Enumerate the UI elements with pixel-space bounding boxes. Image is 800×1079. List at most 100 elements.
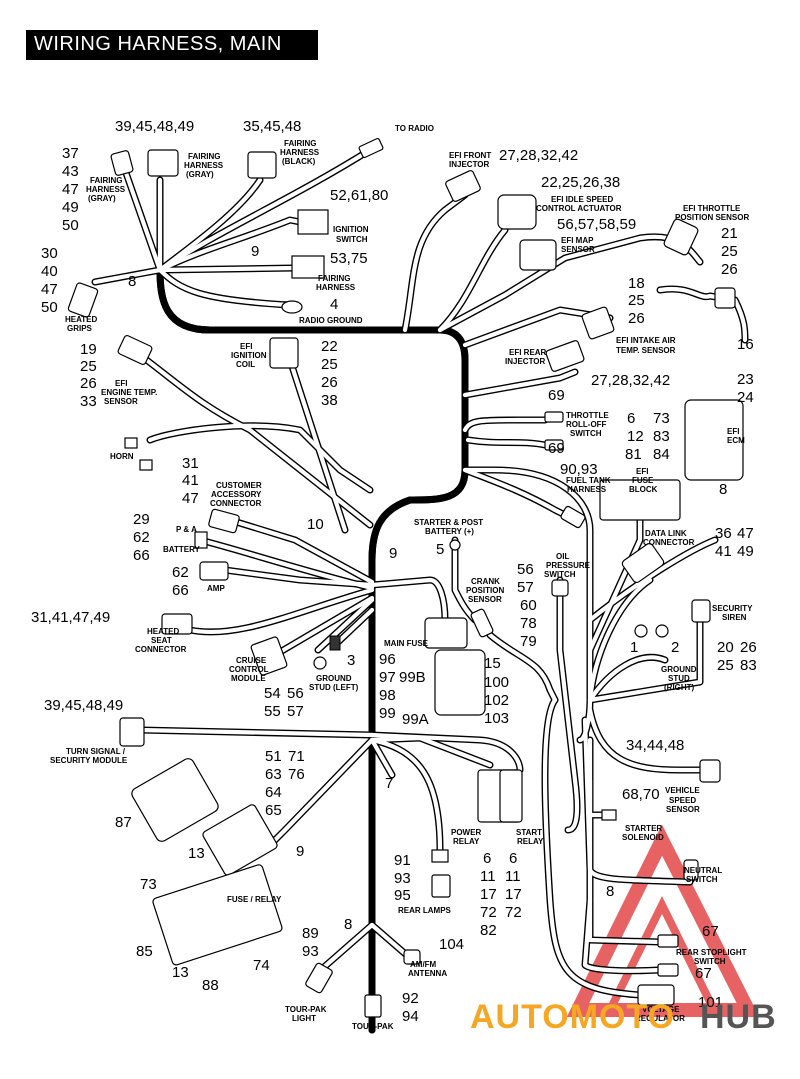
callout: 60 bbox=[520, 597, 537, 614]
turn-signal-security-module bbox=[131, 758, 219, 842]
callout: 33 bbox=[80, 393, 97, 410]
label: EFI bbox=[115, 379, 127, 388]
labels: TO RADIO FAIRING HARNESS (GRAY) FAIRING … bbox=[50, 124, 753, 1031]
label: (RIGHT) bbox=[664, 683, 695, 692]
label: THROTTLE bbox=[566, 411, 609, 420]
label: EFI bbox=[240, 342, 252, 351]
label: FUEL TANK bbox=[566, 476, 611, 485]
rear-stoplight-switch-1 bbox=[657, 934, 679, 948]
label: ENGINE TEMP. bbox=[101, 388, 157, 397]
fairing-harness-small-connector bbox=[110, 150, 134, 176]
callout: 54 bbox=[264, 685, 281, 702]
callout: 71 bbox=[288, 748, 305, 765]
label: CRUISE bbox=[236, 656, 267, 665]
page-title: WIRING HARNESS, MAIN bbox=[34, 33, 282, 55]
callout: 40 bbox=[41, 263, 58, 280]
heated-seat-connector bbox=[161, 613, 193, 635]
efi-intake-air-temp-sensor bbox=[581, 306, 615, 340]
callout: 89 bbox=[302, 925, 319, 942]
callout: 85 bbox=[136, 943, 153, 960]
efi-throttle-position-sensor bbox=[663, 218, 699, 256]
label: CRANK bbox=[471, 577, 500, 586]
label: STUD (LEFT) bbox=[309, 683, 359, 692]
callout: 18 bbox=[628, 275, 645, 292]
tour-pak-connector bbox=[364, 994, 382, 1018]
callout: 76 bbox=[288, 766, 305, 783]
callout: 84 bbox=[653, 446, 670, 463]
oil-pressure-switch bbox=[551, 579, 569, 597]
label: MAIN FUSE bbox=[384, 639, 429, 648]
efi-map-sensor bbox=[519, 239, 557, 271]
callout: 67 bbox=[702, 923, 719, 940]
callout: 19 bbox=[80, 341, 97, 358]
callout: 103 bbox=[484, 710, 509, 727]
throttle-roll-off-switch-2 bbox=[544, 439, 564, 451]
crank-position-sensor bbox=[470, 608, 494, 638]
label: EFI bbox=[727, 427, 739, 436]
efi-rear-injector bbox=[545, 340, 585, 372]
efi-front-injector bbox=[445, 170, 481, 202]
label: SWITCH bbox=[694, 957, 726, 966]
label: SEAT bbox=[151, 636, 172, 645]
label: RADIO GROUND bbox=[299, 316, 363, 325]
fuse-relay-block bbox=[152, 864, 283, 966]
label: LIGHT bbox=[292, 1014, 316, 1023]
callout: 47 bbox=[62, 181, 79, 198]
label: GRIPS bbox=[67, 324, 93, 333]
callout: 72 bbox=[505, 904, 522, 921]
label: CONNECTOR bbox=[643, 538, 695, 547]
callout: 57 bbox=[517, 579, 534, 596]
fairing-harness-gray-connector bbox=[147, 149, 179, 177]
callout: 49 bbox=[737, 543, 754, 560]
watermark-automoto: AUTOMOTO bbox=[470, 998, 675, 1036]
label: PRESSURE bbox=[546, 561, 591, 570]
callout: 100 bbox=[484, 674, 509, 691]
callout: 56 bbox=[287, 685, 304, 702]
callout: 66 bbox=[172, 582, 189, 599]
callout: 64 bbox=[265, 784, 282, 801]
label: SECURITY MODULE bbox=[50, 756, 128, 765]
label: SENSOR bbox=[468, 595, 502, 604]
label: TOUR-PAK bbox=[352, 1022, 394, 1031]
callout: 23 bbox=[737, 371, 754, 388]
label: SWITCH bbox=[686, 875, 718, 884]
callout: 88 bbox=[202, 977, 219, 994]
watermark-hub: HUB bbox=[700, 998, 777, 1036]
callout: 82 bbox=[480, 922, 497, 939]
label: TURN SIGNAL / bbox=[66, 747, 126, 756]
callout: 83 bbox=[653, 428, 670, 445]
callout: 57 bbox=[287, 703, 304, 720]
label: (GRAY) bbox=[186, 170, 214, 179]
callout: 55 bbox=[264, 703, 281, 720]
efi-ecm bbox=[684, 399, 744, 481]
label: REGULATOR bbox=[635, 1014, 685, 1023]
label: BLOCK bbox=[629, 485, 658, 494]
label: EFI IDLE SPEED bbox=[551, 195, 613, 204]
radio-plug bbox=[358, 137, 384, 159]
callout: 8 bbox=[606, 883, 614, 900]
callout: 6 bbox=[483, 850, 491, 867]
ground-stud-right-terminal-1 bbox=[634, 624, 648, 638]
label: COIL bbox=[236, 360, 255, 369]
label: POWER bbox=[451, 828, 481, 837]
callout: 6 bbox=[509, 850, 517, 867]
callout: 26 bbox=[740, 639, 757, 656]
label: HARNESS bbox=[86, 185, 126, 194]
label: FAIRING bbox=[318, 274, 350, 283]
label: REAR LAMPS bbox=[398, 906, 452, 915]
label: CUSTOMER bbox=[216, 481, 262, 490]
tour-pak-light-connector bbox=[305, 962, 333, 994]
callout: 36 bbox=[715, 525, 732, 542]
callout: 62 bbox=[172, 564, 189, 581]
callout: 63 bbox=[265, 766, 282, 783]
label: SPEED bbox=[669, 796, 696, 805]
callout: 52,61,80 bbox=[330, 187, 388, 204]
callout: 41 bbox=[182, 472, 199, 489]
callout: 93 bbox=[302, 943, 319, 960]
am-fm-antenna-connector bbox=[403, 949, 421, 965]
callout: 95 bbox=[394, 887, 411, 904]
label: RELAY bbox=[517, 837, 544, 846]
label: NEUTRAL bbox=[684, 866, 722, 875]
label: CONNECTOR bbox=[210, 499, 262, 508]
label: EFI FRONT bbox=[449, 151, 491, 160]
